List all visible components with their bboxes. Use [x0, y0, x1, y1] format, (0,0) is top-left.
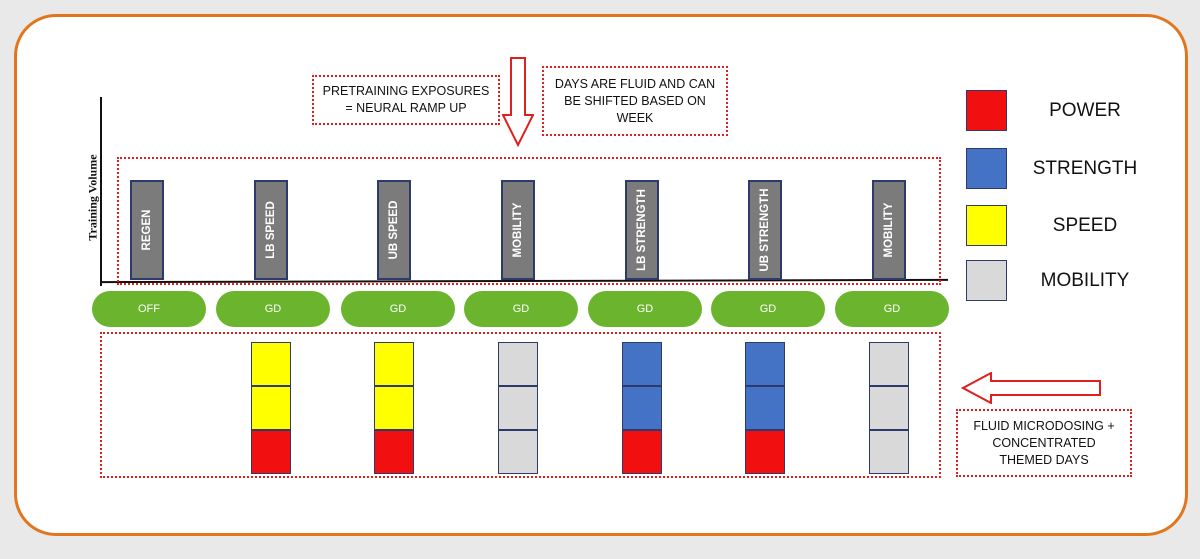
session-bar: REGEN	[130, 180, 164, 280]
block-mobility	[498, 386, 538, 430]
session-bar: MOBILITY	[501, 180, 535, 280]
y-axis-label: Training Volume	[85, 154, 100, 241]
legend-label-mobility: MOBILITY	[1040, 270, 1130, 291]
pretraining-note: PRETRAINING EXPOSURES = NEURAL RAMP UP	[312, 75, 500, 125]
legend-label-power: POWER	[1049, 100, 1121, 121]
session-bar-label: MOBILITY	[512, 202, 524, 258]
session-bar-label: UB SPEED	[388, 200, 400, 260]
block-stack	[745, 342, 785, 474]
down-arrow-icon	[502, 57, 534, 147]
fluid-days-note: DAYS ARE FLUID AND CAN BE SHIFTED BASED …	[542, 66, 728, 136]
block-stack	[869, 342, 909, 474]
block-speed	[374, 342, 414, 386]
block-speed	[374, 386, 414, 430]
session-bar: MOBILITY	[872, 180, 906, 280]
legend-label-strength: STRENGTH	[1032, 158, 1138, 179]
block-power	[251, 430, 291, 474]
session-bar-label: LB STRENGTH	[636, 189, 648, 271]
day-type-pill: GD	[711, 291, 825, 327]
block-strength	[745, 342, 785, 386]
legend-swatch-strength	[966, 148, 1007, 189]
block-stack	[374, 342, 414, 474]
block-mobility	[869, 342, 909, 386]
session-bar-label: UB STRENGTH	[759, 188, 771, 272]
sessions-box	[117, 157, 941, 285]
block-strength	[622, 386, 662, 430]
block-mobility	[869, 430, 909, 474]
day-type-pill: GD	[835, 291, 949, 327]
session-bar: UB STRENGTH	[748, 180, 782, 280]
block-strength	[622, 342, 662, 386]
block-speed	[251, 342, 291, 386]
microdosing-note: FLUID MICRODOSING + CONCENTRATED THEMED …	[956, 409, 1132, 477]
block-stack	[622, 342, 662, 474]
pretraining-note-text: PRETRAINING EXPOSURES = NEURAL RAMP UP	[322, 84, 490, 115]
session-bar-label: MOBILITY	[883, 202, 895, 258]
microdosing-note-text: FLUID MICRODOSING + CONCENTRATED THEMED …	[973, 418, 1115, 467]
day-type-pill: OFF	[92, 291, 206, 327]
session-bar: LB STRENGTH	[625, 180, 659, 280]
legend-label-speed: SPEED	[1052, 215, 1118, 236]
block-mobility	[498, 430, 538, 474]
session-bar: UB SPEED	[377, 180, 411, 280]
block-stack	[251, 342, 291, 474]
block-speed	[251, 386, 291, 430]
blocks-box	[100, 332, 941, 478]
block-power	[374, 430, 414, 474]
day-type-pill: GD	[341, 291, 455, 327]
legend-swatch-speed	[966, 205, 1007, 246]
block-stack	[498, 342, 538, 474]
block-power	[745, 430, 785, 474]
day-type-pill: GD	[216, 291, 330, 327]
legend-swatch-power	[966, 90, 1007, 131]
block-mobility	[869, 386, 909, 430]
day-type-pill: GD	[464, 291, 578, 327]
block-strength	[745, 386, 785, 430]
day-type-pill: GD	[588, 291, 702, 327]
y-axis	[100, 97, 102, 286]
session-bar: LB SPEED	[254, 180, 288, 280]
block-power	[622, 430, 662, 474]
block-mobility	[498, 342, 538, 386]
fluid-days-note-text: DAYS ARE FLUID AND CAN BE SHIFTED BASED …	[554, 76, 716, 125]
legend-swatch-mobility	[966, 260, 1007, 301]
session-bar-label: REGEN	[141, 209, 153, 251]
session-bar-label: LB SPEED	[265, 201, 277, 259]
left-arrow-icon	[961, 372, 1101, 404]
